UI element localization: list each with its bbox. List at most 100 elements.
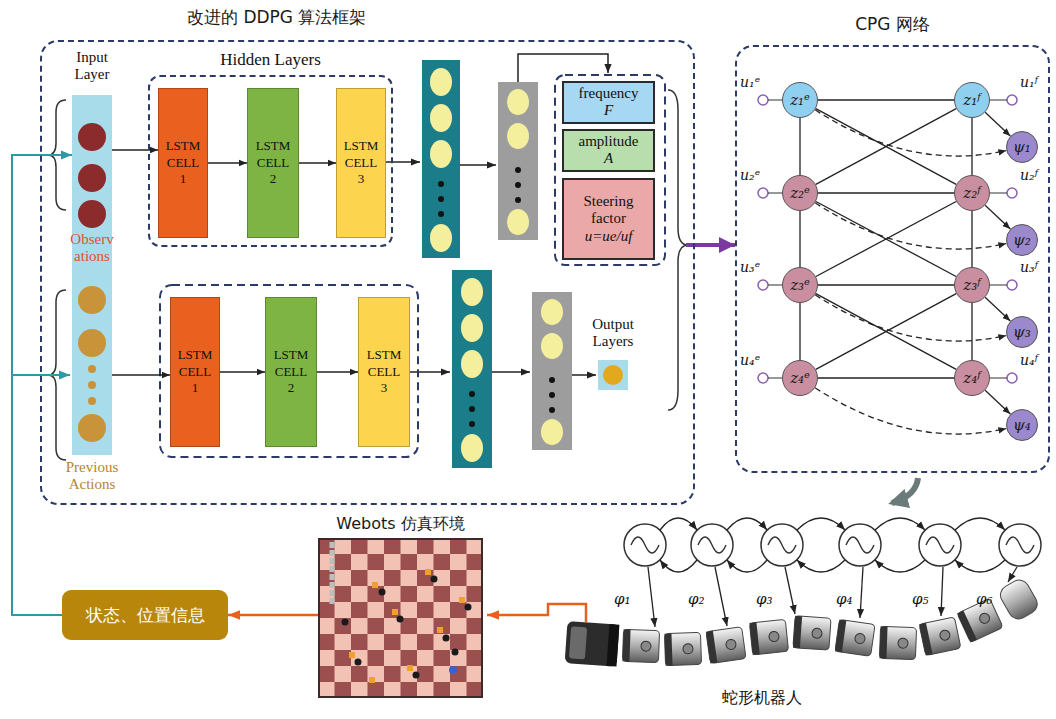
connector [317, 371, 358, 372]
symbol-label: φ₄ [836, 590, 853, 608]
node-text: Input Layer [75, 49, 110, 84]
output-node: ψ₃ [1006, 316, 1038, 348]
node-text: Webots 仿真环境 [336, 514, 464, 535]
connector [818, 284, 954, 285]
connector [816, 294, 956, 370]
node-text: z₃ᶠ [963, 276, 980, 294]
connector [799, 211, 800, 267]
node-text: Observations [69, 231, 115, 266]
symbol-label: φ₅ [912, 590, 929, 608]
node-text: Steering factor [584, 193, 634, 228]
cpg-inputs [758, 95, 1017, 383]
oscillator-node: z₃ᵉ [782, 267, 818, 303]
neuron [78, 414, 106, 442]
connector [816, 109, 956, 185]
group-outlines [160, 75, 665, 457]
state-box: 状态、位置信息 [62, 590, 228, 640]
node-text: F [604, 102, 613, 119]
oscillator-node: z₄ᵉ [782, 360, 818, 396]
connector [818, 99, 954, 100]
simulation-scene [318, 538, 483, 698]
oscillator-node: z₂ᶠ [954, 175, 990, 211]
ellipsis-dot [88, 397, 96, 405]
connector [818, 192, 954, 193]
connector [971, 211, 972, 267]
symbol-label: u₂ᶠ [1020, 167, 1038, 184]
node-text: LSTM CELL 2 [274, 347, 309, 398]
output-node: ψ₂ [1006, 224, 1038, 256]
connector [816, 201, 956, 276]
node-text: LSTM CELL 2 [256, 138, 291, 189]
node-text: LSTM CELL 3 [367, 347, 402, 398]
node-text: ψ₂ [1013, 231, 1031, 249]
connector [816, 294, 956, 370]
connector [816, 201, 956, 276]
oscillator-node: z₄ᶠ [954, 360, 990, 396]
symbol-label: φ₁ [614, 590, 631, 608]
snake-robot [565, 576, 1041, 666]
oscillator-node: z₂ᵉ [782, 175, 818, 211]
node-text: A [604, 150, 613, 167]
input-layer: Input LayerObservationsPrevious Actions [72, 95, 112, 455]
hidden-layers-box: Hidden LayersLSTM CELL 1LSTM CELL 2LSTM … [148, 75, 393, 247]
node-text: ψ₄ [1013, 416, 1031, 434]
connector [299, 162, 336, 163]
node-text: frequency [579, 85, 639, 102]
connector [799, 118, 800, 175]
output-param-box: Steering factoru=ue/uf [562, 178, 655, 260]
neuron [78, 200, 106, 228]
connector [971, 118, 972, 175]
node-text: z₃ᵉ [790, 276, 810, 294]
oscillator-node: z₃ᶠ [954, 267, 990, 303]
symbol-label: u₄ᶠ [1020, 352, 1038, 369]
connector [220, 371, 265, 372]
symbol-label: u₃ᶠ [1020, 259, 1038, 276]
node-text: LSTM CELL 3 [344, 138, 379, 189]
lstm-cell: LSTM CELL 2 [265, 297, 317, 447]
symbol-label: u₃ᵉ [740, 259, 760, 276]
node-text: z₂ᶠ [963, 184, 980, 202]
connector [12, 155, 72, 615]
figure-label: 蛇形机器人 [722, 688, 802, 709]
node-text: z₄ᶠ [963, 369, 980, 387]
output-param-box: amplitudeA [562, 129, 655, 172]
connector [985, 112, 1010, 136]
lstm-cell: LSTM CELL 1 [170, 297, 220, 447]
connector [985, 297, 1010, 321]
node-text: amplitude [579, 133, 639, 150]
connector [816, 109, 956, 185]
lstm-cell: LSTM CELL 1 [158, 88, 208, 238]
neuron [78, 164, 106, 192]
node-text: CPG 网络 [855, 13, 930, 36]
node-text: Output Layers [592, 316, 634, 351]
node-text: ψ₁ [1013, 138, 1031, 156]
neuron [78, 329, 106, 357]
connector [112, 374, 170, 375]
output-node: ψ₄ [1006, 409, 1038, 441]
symbol-label: φ₃ [756, 590, 773, 608]
lstm-cell: LSTM CELL 3 [358, 297, 410, 447]
output-neuron [603, 365, 623, 385]
neuron [78, 286, 106, 314]
connector [695, 243, 735, 247]
output-layer: Output Layers [598, 360, 628, 390]
node-text: z₄ᵉ [790, 369, 810, 387]
connector [985, 390, 1010, 414]
symbol-label: φ₂ [688, 590, 705, 608]
connector [971, 303, 972, 360]
output-node: ψ₁ [1006, 131, 1038, 163]
node-text: 改进的 DDPG 算法框架 [187, 6, 366, 29]
neuron [78, 123, 106, 151]
connector [208, 162, 247, 163]
oscillator-node: z₁ᶠ [954, 82, 990, 118]
node-text: LSTM CELL 1 [178, 347, 213, 398]
lstm-cell: LSTM CELL 2 [247, 88, 299, 238]
output-param-box: frequencyF [562, 81, 655, 124]
symbol-label: u₂ᵉ [740, 167, 760, 184]
network-layers [422, 60, 572, 468]
node-text: LSTM CELL 1 [166, 138, 201, 189]
node-text: z₁ᵉ [790, 91, 810, 109]
ellipsis-dot [88, 365, 96, 373]
connector [985, 205, 1010, 229]
